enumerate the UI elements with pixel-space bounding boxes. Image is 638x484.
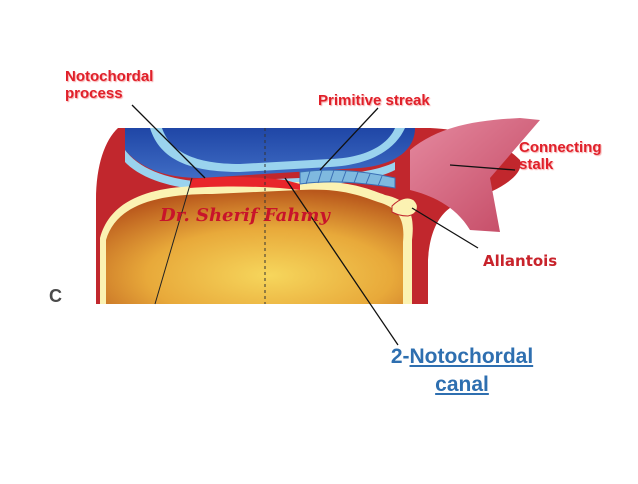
connecting-stalk-shape <box>410 118 540 232</box>
canal-word2: canal <box>435 373 489 397</box>
pointer-connecting-stalk <box>449 164 516 171</box>
label-notochordal-process: Notochordal process <box>65 68 154 102</box>
pointer-notochordal-canal <box>284 177 399 346</box>
section-line <box>154 177 193 305</box>
label-primitive-streak: Primitive streak <box>318 92 430 109</box>
pointer-primitive-streak <box>319 107 379 171</box>
label-notochordal-canal: 2-Notochordal canal <box>362 343 562 400</box>
pointer-allantois <box>411 207 479 249</box>
author-signature: Dr. Sherif Fahmy <box>160 205 330 226</box>
pointer-lines <box>131 104 516 346</box>
label-allantois: Allantois <box>483 252 558 270</box>
pointer-notochordal-process <box>131 104 206 179</box>
panel-letter: C <box>49 286 62 306</box>
label-connecting-stalk-line2: stalk <box>519 155 554 173</box>
label-connecting-stalk-line1: Connecting <box>519 139 602 156</box>
canal-line2: canal <box>362 371 562 399</box>
primitive-streak-shape <box>299 169 396 189</box>
label-connecting-stalk: Connecting stalk <box>519 139 602 173</box>
notochordal-process-shape <box>190 177 300 190</box>
canal-prefix: 2- <box>390 345 410 368</box>
canal-word1: Notochordal <box>409 345 534 368</box>
label-notochordal-process-line1: Notochordal <box>65 68 154 85</box>
label-notochordal-process-line2: process <box>65 84 123 102</box>
canal-line1: 2-Notochordal <box>362 343 562 371</box>
ectoderm-layer <box>150 128 405 172</box>
streak-hatching <box>305 169 383 187</box>
